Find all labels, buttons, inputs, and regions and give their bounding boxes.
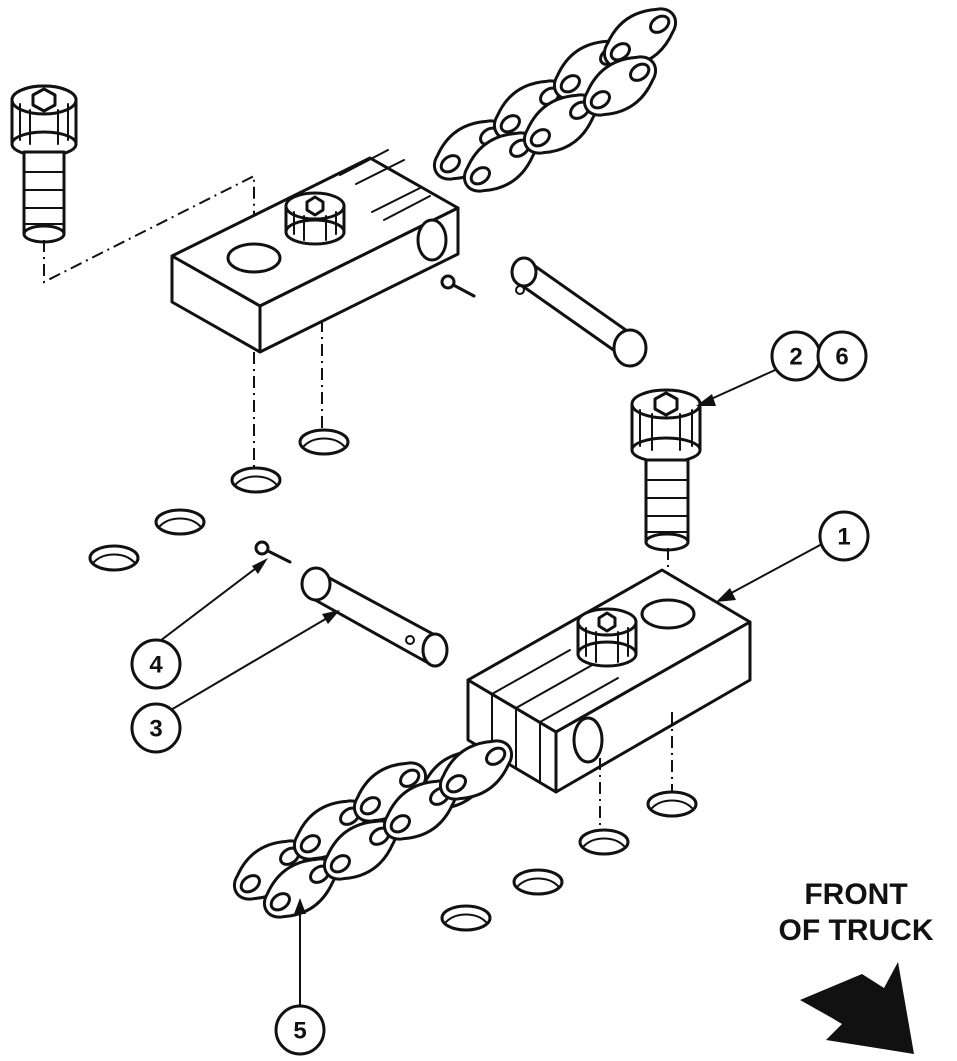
callout-3: 3 [130,702,182,754]
svg-text:2: 2 [789,344,802,371]
upper-crosshead-holes [88,428,350,572]
svg-text:4: 4 [149,652,163,679]
lower-anchor-block [466,568,752,794]
callout-6: 6 [816,330,868,382]
svg-text:1: 1 [837,524,850,551]
callout-5: 5 [274,1004,326,1056]
lower-capscrew [630,388,702,552]
callout-2: 2 [770,330,822,382]
upper-anchor-block [170,149,460,354]
upper-clevis-pin [510,256,648,368]
front-label-line2: OF TRUCK [779,914,934,947]
front-label-line1: FRONT [804,878,907,911]
front-direction-arrow [800,962,914,1054]
callout-1: 1 [818,510,870,562]
upper-cotter-pin [440,274,476,298]
callout-4: 4 [130,638,182,690]
leader-arrows [155,365,823,1033]
upper-chain [422,0,688,206]
svg-text:3: 3 [149,716,162,743]
svg-text:5: 5 [293,1018,306,1045]
svg-text:6: 6 [835,344,848,371]
upper-capscrew [10,84,78,244]
lower-crosshead-holes [440,790,698,932]
lower-cotter-pin [254,540,292,564]
lower-chain [222,726,524,932]
lower-clevis-pin [300,566,449,668]
